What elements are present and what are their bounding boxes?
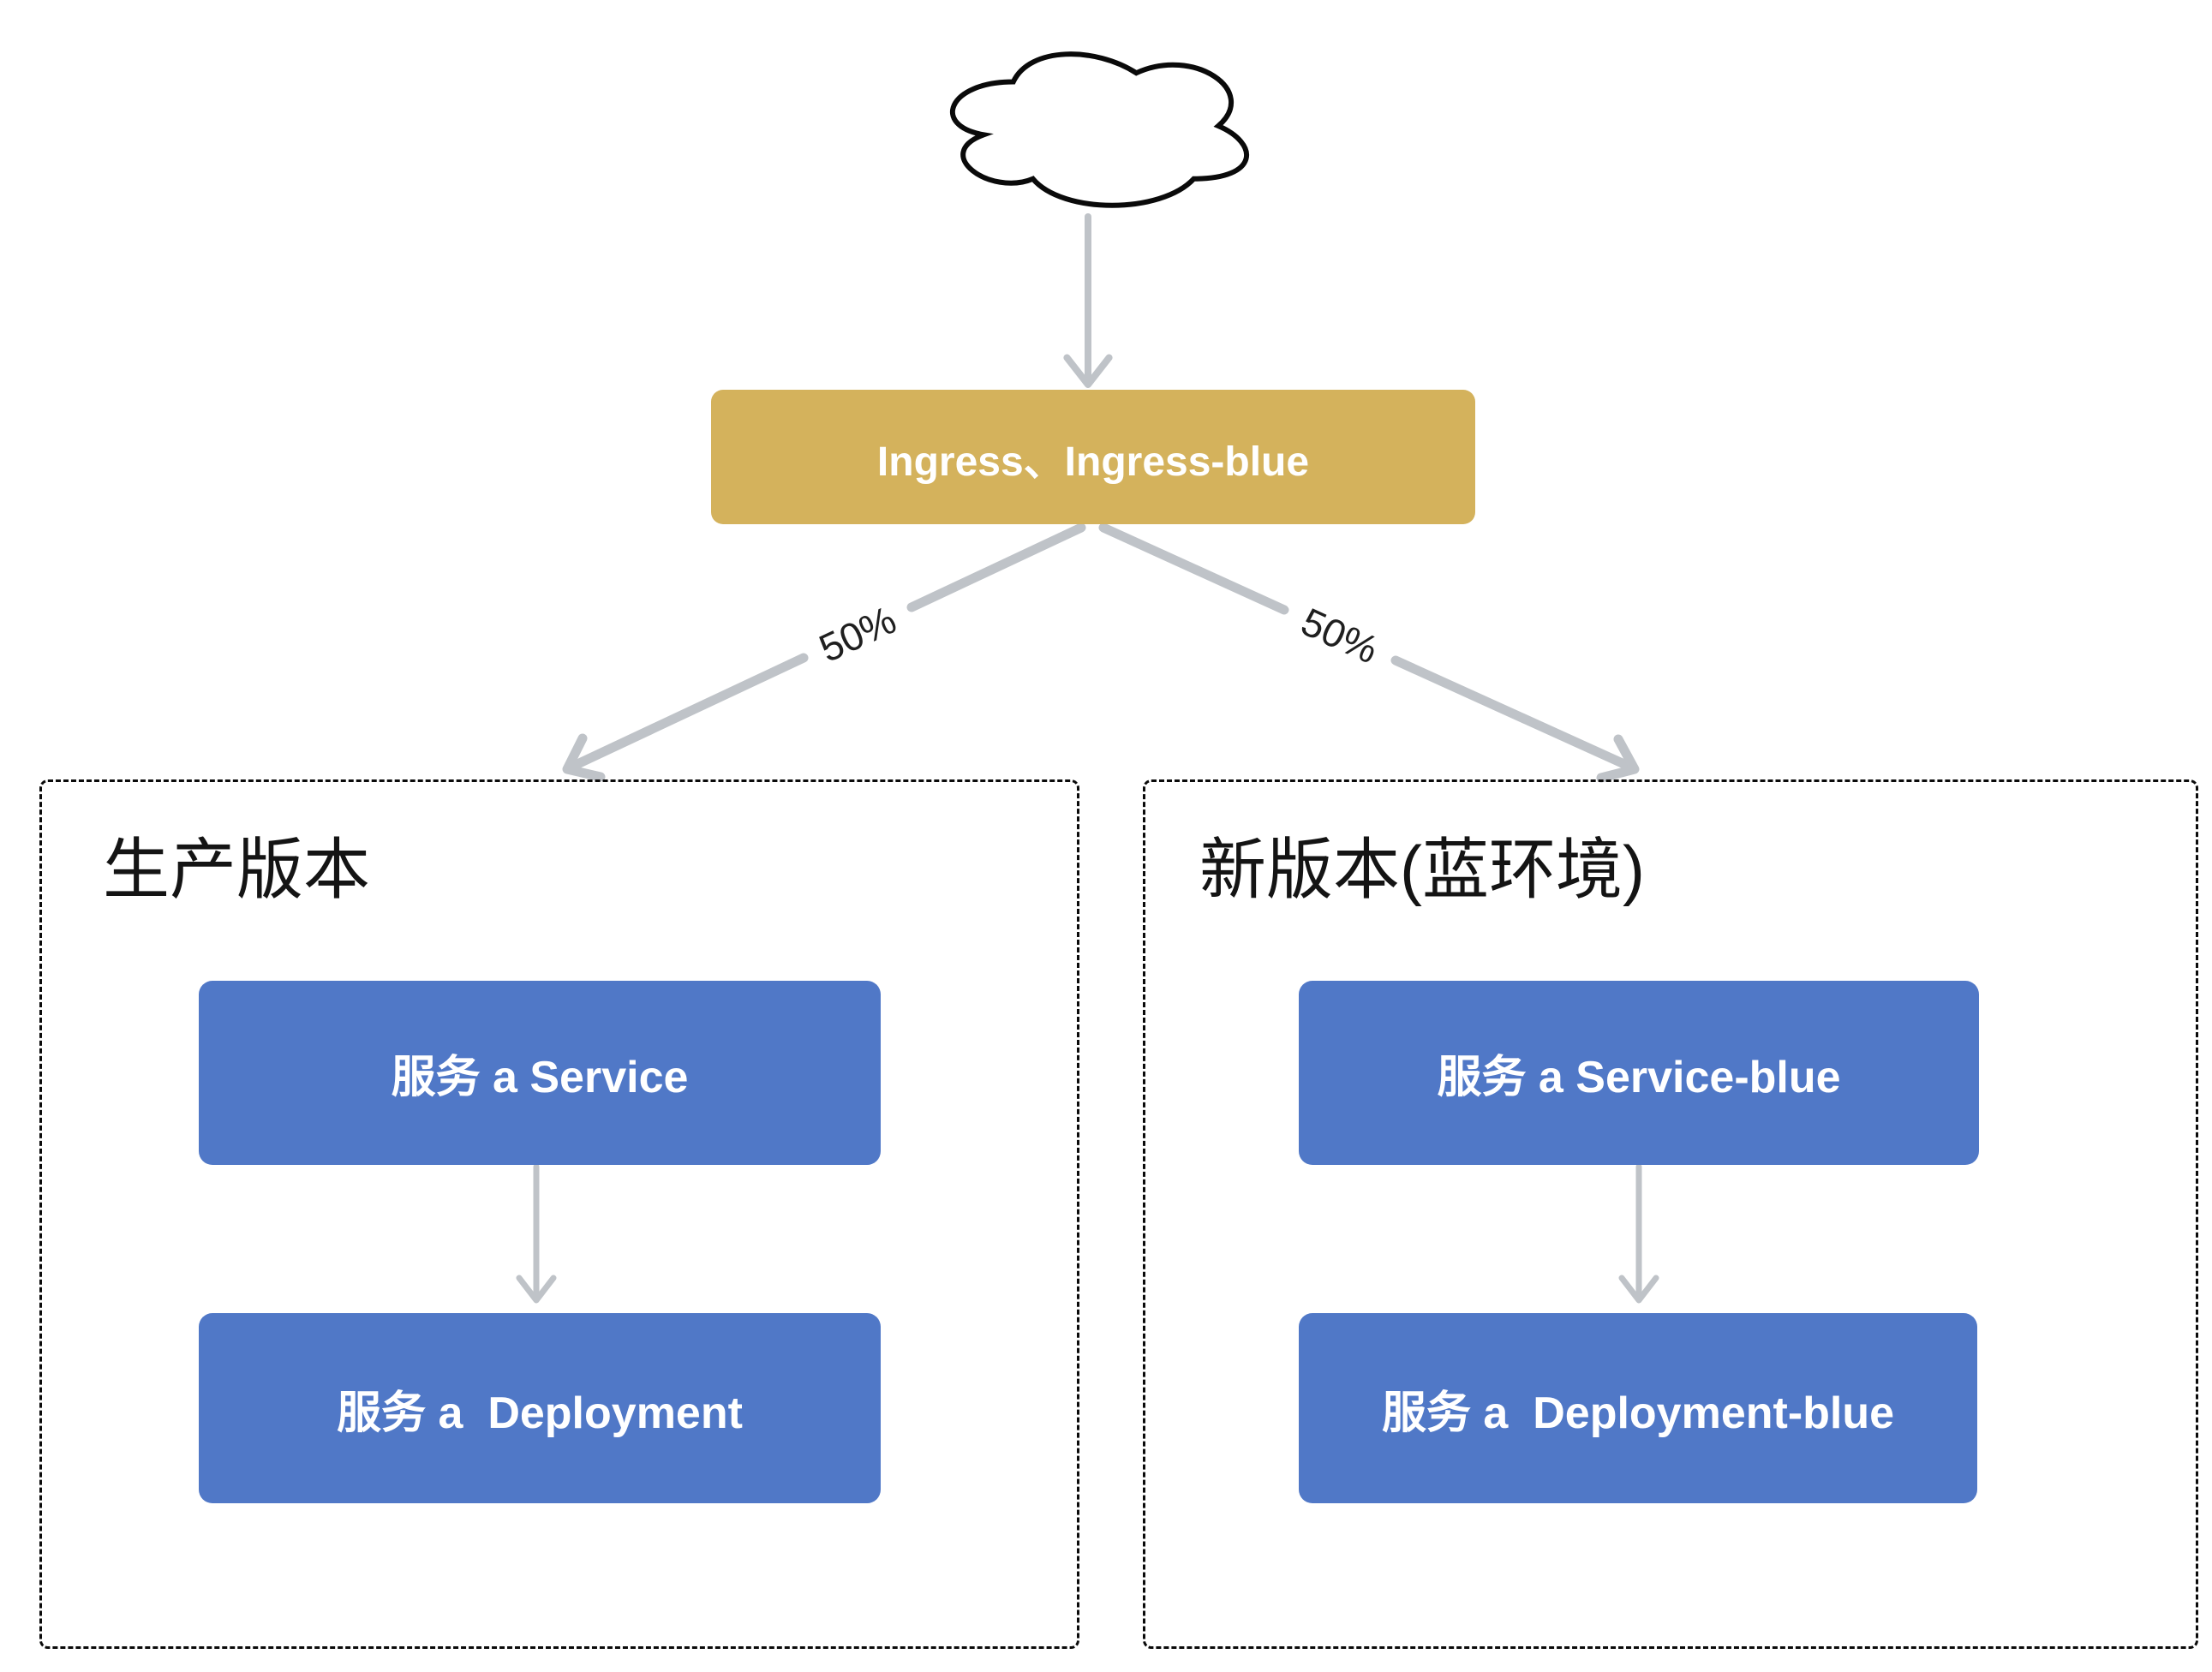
- blue-env-group: 新版本(蓝环境) 服务 a Service-blue 服务 a Deployme…: [1143, 779, 2198, 1649]
- ingress-node-label: Ingress、Ingress-blue: [876, 439, 1310, 485]
- cloud-icon: [950, 51, 1250, 208]
- edge-ingress-to-blueenv-a: [1098, 522, 1289, 615]
- deployment-node-label: 服务 a Deployment: [337, 1388, 743, 1438]
- deployment-node: 服务 a Deployment: [199, 1313, 881, 1503]
- arrowhead-service-to-deployment: [516, 1275, 557, 1304]
- service-blue-node-label: 服务 a Service-blue: [1437, 1053, 1841, 1102]
- arrowhead-ingress-to-production: [562, 733, 606, 782]
- deployment-blue-node: 服务 a Deployment-blue: [1299, 1313, 1977, 1503]
- deployment-blue-node-label: 服务 a Deployment-blue: [1381, 1388, 1895, 1438]
- ingress-node: Ingress、Ingress-blue: [711, 390, 1475, 524]
- edge-ingress-to-blueenv-b: [1390, 655, 1631, 770]
- arrowhead-ingress-to-blueenv: [1596, 734, 1640, 783]
- service-blue-node: 服务 a Service-blue: [1299, 981, 1979, 1165]
- edge-ingress-to-production-b: [571, 653, 809, 770]
- production-group: 生产版本 服务 a Service 服务 a Deployment: [39, 779, 1079, 1649]
- service-node: 服务 a Service: [199, 981, 881, 1165]
- service-node-label: 服务 a Service: [391, 1053, 689, 1102]
- blue-env-group-title: 新版本(蓝环境): [1199, 832, 1645, 907]
- edge-ingress-to-production-a: [906, 522, 1086, 612]
- production-group-title: 生产版本: [103, 832, 371, 907]
- arrowhead-serviceblue-to-deploymentblue: [1618, 1275, 1659, 1304]
- arrowhead-cloud-to-ingress: [1063, 354, 1113, 388]
